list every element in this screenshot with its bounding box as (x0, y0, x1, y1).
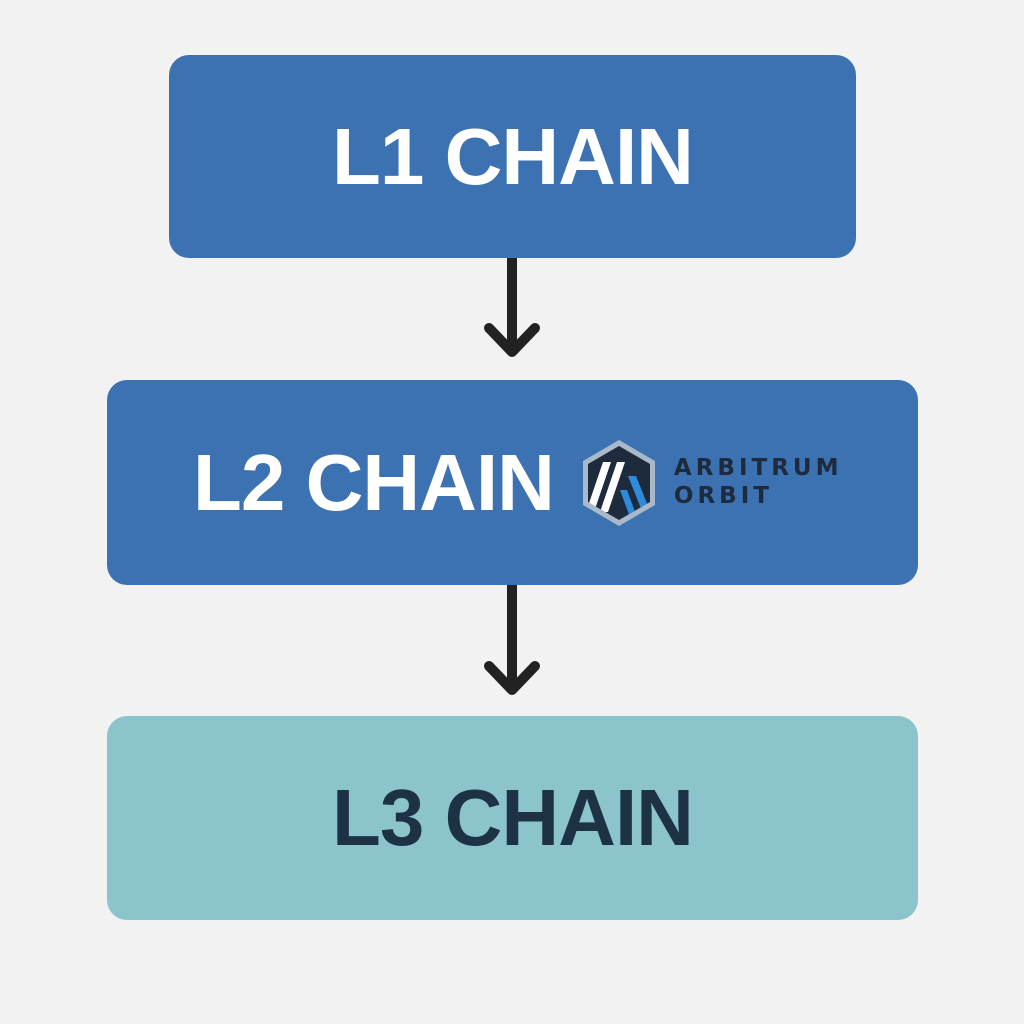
l3-chain-box: L3 CHAIN (107, 716, 918, 920)
l1-chain-box: L1 CHAIN (169, 55, 856, 258)
arrow-down-l1-to-l2 (484, 258, 540, 357)
arbitrum-orbit-badge: ARBITRUM ORBIT (580, 438, 843, 528)
l1-chain-label: L1 CHAIN (332, 111, 694, 201)
arbitrum-hexagon-icon (582, 439, 655, 526)
arbitrum-orbit-wordmark: ARBITRUM ORBIT (674, 455, 843, 510)
arrow-down-l2-to-l3 (484, 585, 540, 695)
arbitrum-wordmark-line1: ARBITRUM (673, 454, 843, 481)
l2-chain-box: L2 CHAIN ARBITRUM ORBIT (107, 380, 918, 585)
l2-chain-label: L2 CHAIN (193, 437, 555, 527)
orbit-wordmark-line2: ORBIT (673, 482, 773, 509)
l3-chain-label: L3 CHAIN (332, 773, 694, 862)
